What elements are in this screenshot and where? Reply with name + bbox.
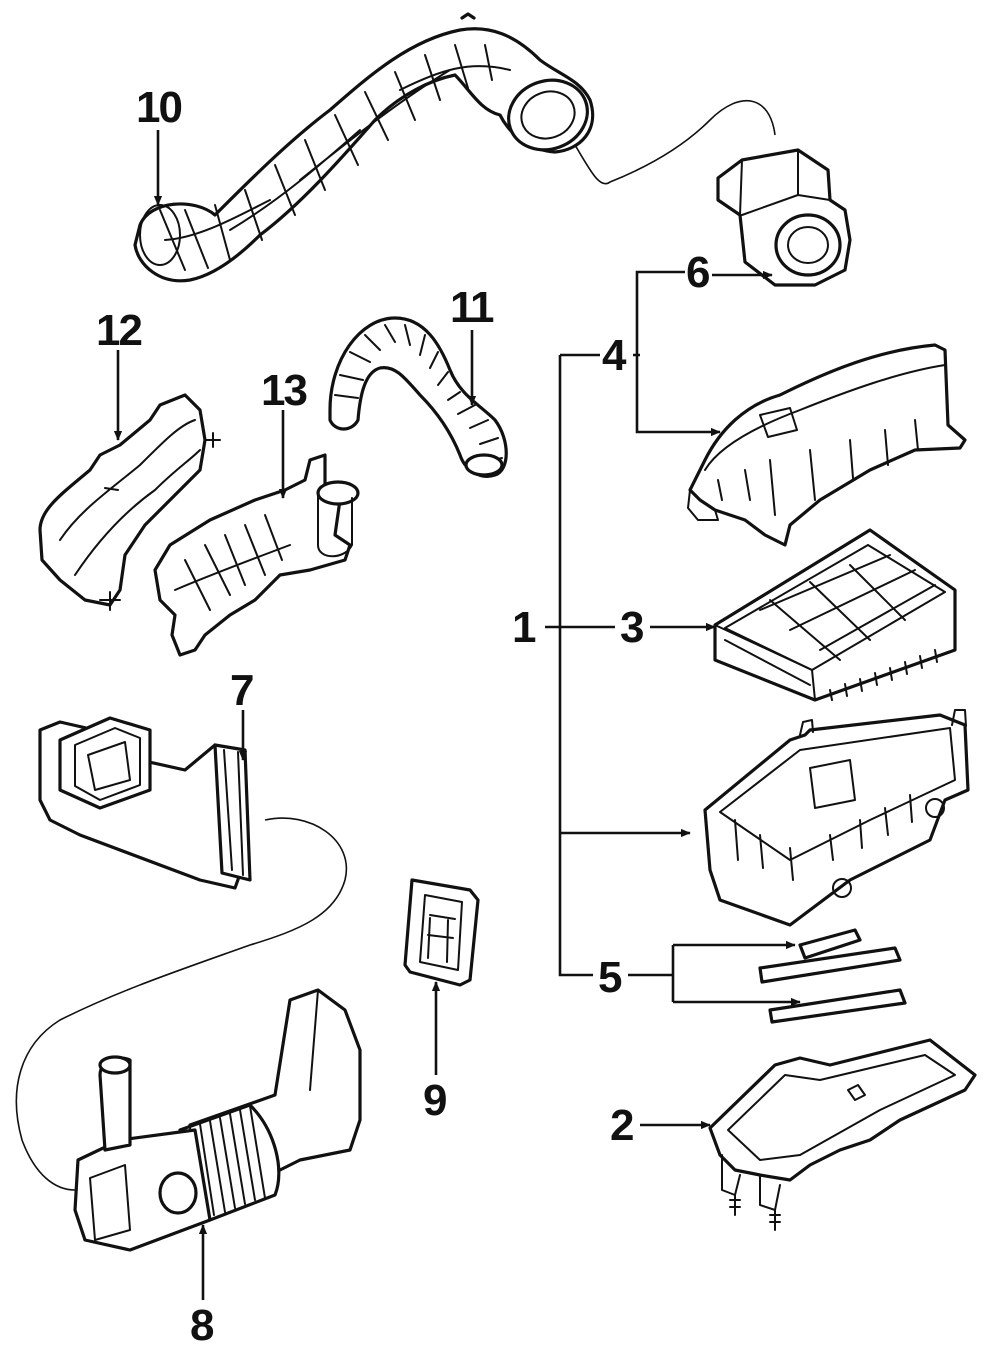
- callout-4: 4: [602, 331, 627, 380]
- connector-7-to-8: [15, 817, 348, 1191]
- part-6-mass-airflow-sensor: [716, 148, 852, 287]
- part-12-resonator-bracket: [38, 393, 221, 611]
- part-8-resonator-bellows-duct: [73, 988, 362, 1252]
- part-4-air-cleaner-cover: [687, 343, 967, 547]
- callout-11: 11: [450, 283, 494, 332]
- part-11-flex-hose: [328, 316, 508, 478]
- part-9-filter-grille: [403, 878, 480, 987]
- part-5-foam-pads: [758, 928, 907, 1024]
- callout-3: 3: [620, 603, 643, 652]
- callout-labels: 10 12 13 11 7 9 8 6 4 1 3 5 2: [96, 83, 711, 1350]
- callout-10: 10: [136, 83, 181, 132]
- part-3-filter-element: [713, 528, 957, 702]
- air-cleaner-lower-housing: [703, 709, 970, 927]
- callout-1: 1: [512, 603, 536, 652]
- callout-7: 7: [230, 666, 253, 715]
- callout-9: 9: [423, 1076, 446, 1125]
- leader-lines: [113, 130, 801, 1300]
- callout-8: 8: [190, 1301, 214, 1350]
- part-10-intake-duct: [133, 12, 595, 283]
- connector-10-to-6: [574, 99, 776, 185]
- callout-6: 6: [686, 248, 709, 297]
- part-2-tray-bracket: [708, 1038, 977, 1231]
- part-7-inlet-adapter: [38, 716, 252, 890]
- callout-5: 5: [598, 953, 622, 1002]
- callout-12: 12: [96, 306, 141, 355]
- callout-2: 2: [610, 1101, 633, 1150]
- callout-13: 13: [261, 366, 306, 415]
